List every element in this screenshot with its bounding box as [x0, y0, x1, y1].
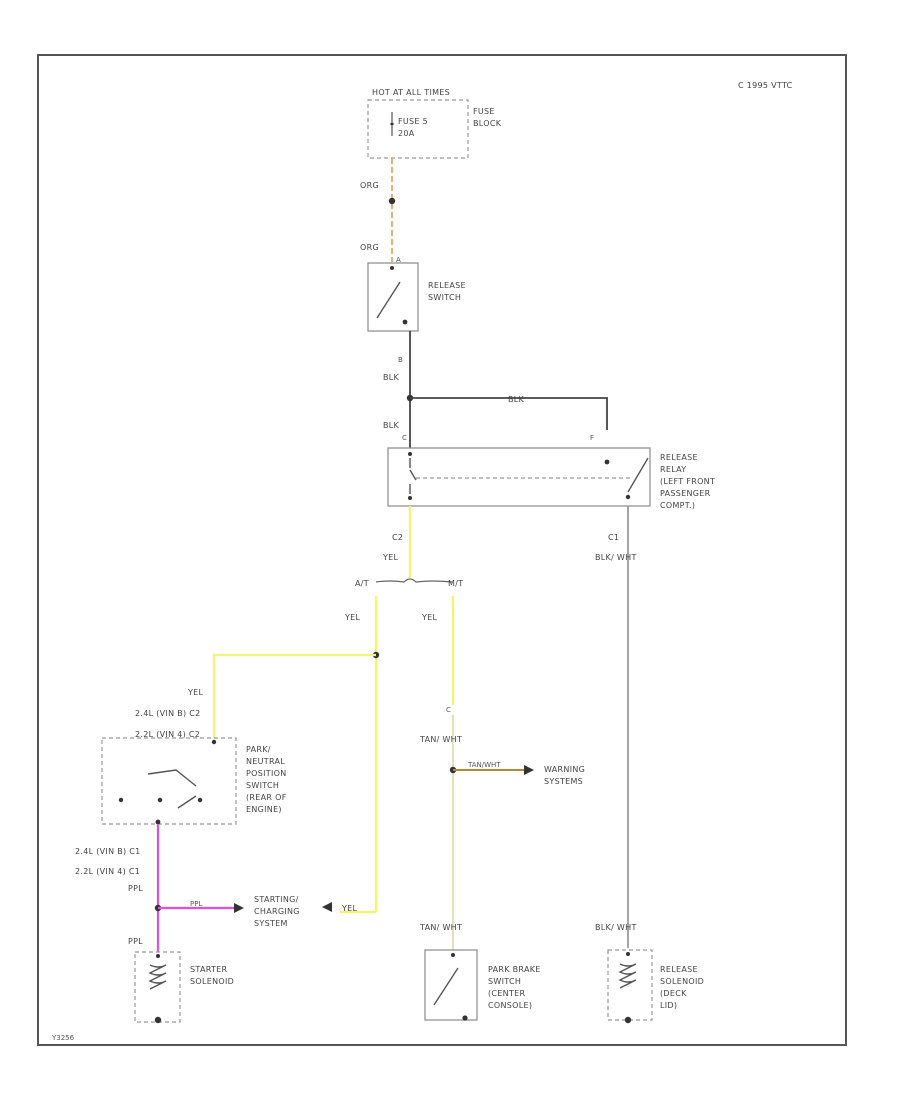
park-neutral-switch: YEL 2.4L (VIN B) C2 2.2L (VIN 4) C2 PARK…: [101, 688, 287, 825]
pnp-label-6: ENGINE): [246, 805, 282, 814]
wire-label-blk-b: BLK: [383, 421, 400, 430]
release-solenoid-label-4: LID): [660, 1001, 677, 1010]
release-solenoid: RELEASE SOLENOID (DECK LID): [607, 949, 704, 1024]
org-splice-node: [388, 197, 396, 205]
release-solenoid-label-1: RELEASE: [660, 965, 698, 974]
park-brake-label-4: CONSOLE): [488, 1001, 532, 1010]
wire-label-yel-c2: YEL: [382, 553, 399, 562]
splice-mt-label: M/T: [448, 579, 463, 588]
warning-arrow-icon: [524, 765, 534, 775]
pnp-label-4: SWITCH: [246, 781, 279, 790]
wire-label-blk-wht-1: BLK/ WHT: [595, 553, 637, 562]
fuse-hot-header: HOT AT ALL TIMES: [372, 88, 450, 97]
wire-label-tan-wht-2: TAN/ WHT: [419, 923, 462, 932]
fuse-block: HOT AT ALL TIMES FUSE 5 20A FUSE BLOCK: [367, 88, 502, 159]
wire-label-ppl-1: PPL: [128, 884, 143, 893]
wire-label-org-upper: ORG: [360, 181, 379, 190]
relay-label-2: RELAY: [660, 465, 687, 474]
relay-pin-f: F: [590, 434, 594, 442]
pnp-header-2: 2.2L (VIN 4) C2: [135, 730, 200, 739]
ppl-arrow-icon: [234, 903, 244, 913]
release-solenoid-label-3: (DECK: [660, 989, 687, 998]
pnp-header-1: 2.4L (VIN B) C2: [135, 709, 201, 718]
wire-label-yel-arrow: YEL: [341, 904, 358, 913]
release-switch: RELEASE SWITCH: [367, 262, 466, 332]
relay-connector-c2: C2: [392, 533, 403, 542]
starting-system-label-2: CHARGING: [254, 907, 300, 916]
pnp-label-3: POSITION: [246, 769, 287, 778]
wire-label-tan-wht-1: TAN/ WHT: [419, 735, 462, 744]
warning-systems-label-1: WARNING: [544, 765, 585, 774]
fuse-rating: 20A: [398, 129, 415, 138]
fuse-number: FUSE 5: [398, 117, 428, 126]
starting-system-label-3: SYSTEM: [254, 919, 288, 928]
pin-b-label: B: [398, 356, 403, 364]
relay-label-1: RELEASE: [660, 453, 698, 462]
park-brake-label-3: (CENTER: [488, 989, 525, 998]
park-brake-label-2: SWITCH: [488, 977, 521, 986]
release-relay: C F RELEASE RELAY (LEFT FRONT PASSENGER …: [387, 434, 715, 510]
wire-label-ppl-2: PPL: [128, 937, 143, 946]
wire-label-ppl-arrow: PPL: [190, 900, 202, 908]
release-switch-label-1: RELEASE: [428, 281, 466, 290]
relay-label-3: (LEFT FRONT: [660, 477, 715, 486]
wire-label-blk-jumper: BLK: [508, 395, 525, 404]
park-brake-label-1: PARK BRAKE: [488, 965, 541, 974]
fuse-block-label-1: FUSE: [473, 107, 495, 116]
starter-solenoid-label-2: SOLENOID: [190, 977, 234, 986]
pin-a-label: A: [396, 256, 401, 264]
splice-at-label: A/T: [355, 579, 369, 588]
wire-label-blk-a: BLK: [383, 373, 400, 382]
release-switch-label-2: SWITCH: [428, 293, 461, 302]
wire-yel-pnp: [212, 653, 376, 738]
park-brake-switch: PARK BRAKE SWITCH (CENTER CONSOLE): [424, 949, 541, 1021]
starter-solenoid: STARTER SOLENOID: [134, 951, 234, 1024]
tanwht-connector: C: [446, 706, 451, 714]
figure-id: Y3256: [51, 1034, 75, 1042]
starter-solenoid-label-1: STARTER: [190, 965, 228, 974]
warning-systems-label-2: SYSTEMS: [544, 777, 583, 786]
starting-system-label-1: STARTING/: [254, 895, 299, 904]
yel-arrow-icon: [322, 902, 332, 912]
relay-label-5: COMPT.): [660, 501, 695, 510]
copyright-text: C 1995 VTTC: [738, 81, 793, 90]
pnp-label-1: PARK/: [246, 745, 271, 754]
wire-label-yel-at: YEL: [344, 613, 361, 622]
wire-label-yel-pnp: YEL: [187, 688, 204, 697]
wire-blk-jumper: [410, 397, 608, 430]
wire-label-org-lower: ORG: [360, 243, 379, 252]
pnp-c1-label-b: 2.2L (VIN 4) C1: [75, 867, 140, 876]
diagram-border: [37, 54, 847, 1046]
relay-pin-c1-top: C: [402, 434, 407, 442]
relay-label-4: PASSENGER: [660, 489, 711, 498]
wire-label-blk-wht-2: BLK/ WHT: [595, 923, 637, 932]
wire-label-yel-mt: YEL: [421, 613, 438, 622]
pnp-label-2: NEUTRAL: [246, 757, 285, 766]
pnp-label-5: (REAR OF: [246, 793, 287, 802]
pnp-c1-label-a: 2.4L (VIN B) C1: [75, 847, 141, 856]
fuse-block-label-2: BLOCK: [473, 119, 502, 128]
relay-connector-c1: C1: [608, 533, 619, 542]
release-solenoid-label-2: SOLENOID: [660, 977, 704, 986]
wire-label-tan-wht-arrow: TAN/WHT: [467, 761, 501, 769]
splice-bridge: [375, 578, 453, 583]
